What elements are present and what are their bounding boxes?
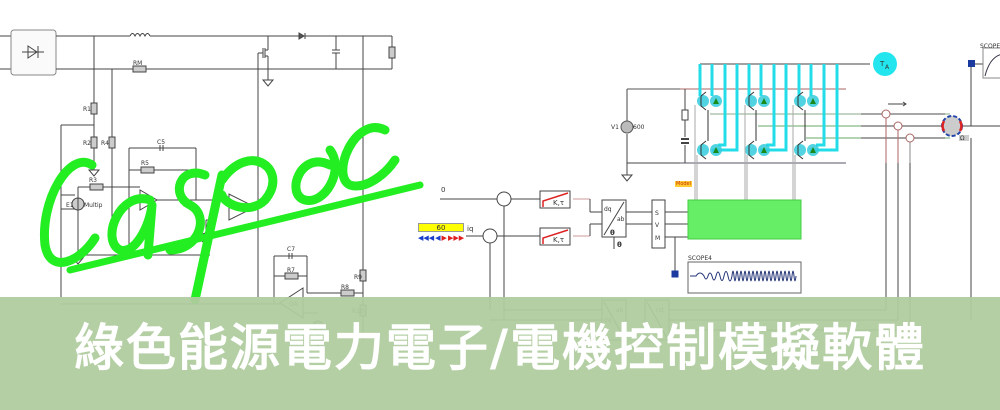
voltage-source-name: V1 bbox=[611, 124, 619, 131]
svg-text:C7: C7 bbox=[287, 246, 295, 253]
svg-text:θ: θ bbox=[617, 241, 622, 249]
svg-text:θ: θ bbox=[610, 229, 615, 237]
voltage-source-value: 600 bbox=[633, 124, 645, 131]
iq-setpoint-input[interactable] bbox=[418, 223, 464, 232]
model-tag: Model bbox=[675, 181, 693, 187]
pi-block-label: K,τ bbox=[553, 199, 564, 207]
svg-text:V: V bbox=[655, 222, 660, 229]
reference-zero-label: 0 bbox=[441, 186, 446, 194]
iq-stepper[interactable]: ◀◀◀ ◀ ▶ ▶▶▶ bbox=[418, 235, 464, 242]
caspoc-logo bbox=[39, 123, 424, 305]
title-banner bbox=[0, 297, 1000, 410]
fast-increase-button[interactable]: ▶▶▶ bbox=[447, 234, 465, 242]
iq-label: iq bbox=[467, 225, 474, 233]
motor-symbol bbox=[941, 115, 963, 137]
svg-text:R2: R2 bbox=[83, 140, 91, 147]
svg-text:R8: R8 bbox=[341, 284, 349, 291]
voltage-source-v1 bbox=[620, 120, 634, 134]
pwm-model-block bbox=[687, 199, 802, 240]
svg-text:dq: dq bbox=[604, 206, 612, 213]
svg-text:S: S bbox=[655, 210, 659, 217]
svg-text:R4: R4 bbox=[101, 140, 109, 147]
svg-text:T: T bbox=[879, 60, 885, 68]
svg-text:ab: ab bbox=[617, 216, 625, 223]
temperature-probe bbox=[873, 52, 897, 76]
scope-label: SCOPE bbox=[980, 43, 1000, 50]
svg-text:M: M bbox=[655, 235, 660, 242]
svg-text:R1: R1 bbox=[83, 106, 91, 113]
svg-text:C5: C5 bbox=[157, 139, 165, 146]
gate-signals bbox=[698, 64, 839, 152]
omega-label: Ω bbox=[960, 135, 965, 142]
svg-text:R3: R3 bbox=[89, 177, 97, 184]
svg-text:E1: E1 bbox=[66, 202, 74, 209]
banner-title: 綠色能源電力電子/電機控制模擬軟體 bbox=[73, 319, 927, 377]
increase-button[interactable]: ▶ bbox=[441, 234, 447, 242]
scope4-label: SCOPE4 bbox=[688, 255, 712, 262]
svg-text:R7: R7 bbox=[287, 267, 295, 274]
svg-text:K,τ: K,τ bbox=[553, 236, 564, 244]
svg-text:A: A bbox=[885, 64, 890, 71]
scope4-waveform bbox=[690, 270, 797, 282]
fast-decrease-button[interactable]: ◀◀◀ bbox=[418, 234, 435, 242]
svg-text:Multip: Multip bbox=[84, 202, 103, 209]
inverter-bridge bbox=[694, 91, 819, 200]
svg-text:RM: RM bbox=[133, 60, 142, 67]
svg-text:R9: R9 bbox=[354, 274, 362, 281]
svg-text:R5: R5 bbox=[141, 160, 149, 167]
decrease-button[interactable]: ◀ bbox=[435, 234, 441, 242]
